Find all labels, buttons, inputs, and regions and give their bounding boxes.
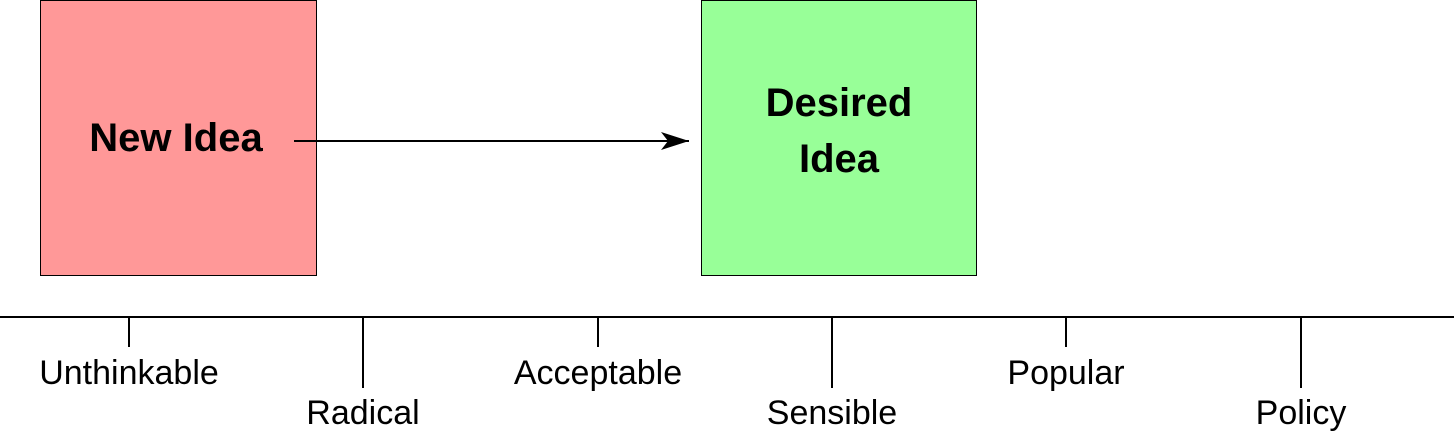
scale-label-acceptable: Acceptable (513, 354, 683, 392)
new-idea-label: New Idea (89, 116, 263, 160)
scale-label-policy: Policy (1255, 394, 1347, 432)
scale-label-unthinkable: Unthinkable (39, 354, 219, 392)
scale-label-radical: Radical (306, 394, 420, 432)
new-idea-box: New Idea (40, 0, 317, 276)
scale-label-popular: Popular (1007, 354, 1125, 392)
desired-idea-label: Desired Idea (765, 81, 913, 181)
desired-idea-box: Desired Idea (701, 0, 977, 276)
scale-label-sensible: Sensible (766, 394, 898, 432)
